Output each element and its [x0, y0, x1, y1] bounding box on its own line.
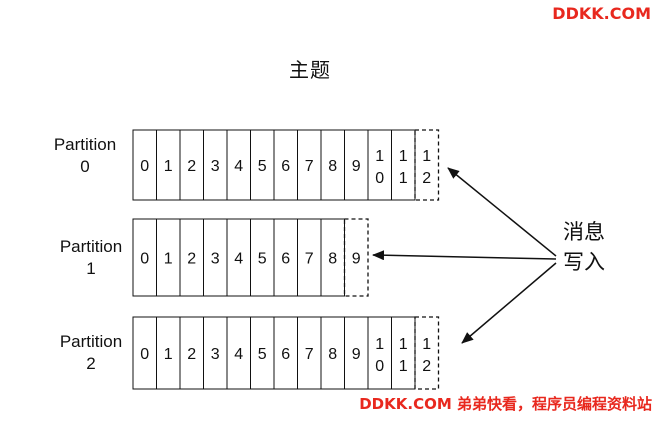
- next-offset-cell: [343, 218, 369, 297]
- next-offset-cell: [414, 129, 440, 201]
- offset-label: 1: [375, 336, 384, 353]
- offset-label: 6: [281, 346, 290, 363]
- offset-label: 4: [234, 251, 243, 268]
- offset-label: 4: [234, 346, 243, 363]
- offset-label: 6: [281, 251, 290, 268]
- offset-label: 1: [422, 336, 431, 353]
- partition-label-1: Partition 1: [46, 236, 136, 280]
- offset-label: 0: [140, 251, 149, 268]
- offset-label: 2: [422, 170, 431, 187]
- offset-label: 1: [399, 170, 408, 187]
- message-write-label: 消息 写入: [563, 217, 605, 277]
- offset-label: 2: [422, 358, 431, 375]
- partition-label-2: Partition 2: [46, 331, 136, 375]
- offset-label: 8: [328, 251, 337, 268]
- topic-title: 主题: [289, 58, 331, 82]
- offset-label: 7: [305, 158, 314, 175]
- next-offset-cell: [414, 316, 440, 390]
- offset-label: 0: [375, 170, 384, 187]
- arrow-to-partition-1: [372, 250, 557, 261]
- partition-label-0: Partition 0: [40, 134, 130, 178]
- offset-label: 0: [140, 158, 149, 175]
- offset-label: 6: [281, 158, 290, 175]
- watermark-top: DDKK.COM: [552, 4, 651, 23]
- partition-label-number: 1: [86, 259, 96, 278]
- offset-label: 1: [399, 358, 408, 375]
- offset-label: 2: [187, 346, 196, 363]
- message-write-line-1: 消息: [563, 220, 605, 244]
- offset-label: 1: [164, 251, 173, 268]
- offset-cell: [391, 316, 416, 390]
- partition-label-text: Partition: [59, 237, 123, 256]
- message-write-line-2: 写入: [563, 250, 605, 274]
- offset-label: 4: [234, 158, 243, 175]
- offset-label: 1: [375, 148, 384, 165]
- offset-label: 7: [305, 251, 314, 268]
- write-arrows: [372, 167, 557, 344]
- partition-label-text: Partition: [59, 332, 123, 351]
- offset-cell: [367, 316, 392, 390]
- offset-label: 5: [258, 346, 267, 363]
- offset-label: 1: [164, 158, 173, 175]
- offset-label: 7: [305, 346, 314, 363]
- partition-label-text: Partition: [53, 135, 117, 154]
- offset-label: 8: [328, 346, 337, 363]
- offset-label: 3: [211, 158, 220, 175]
- offset-label: 2: [187, 158, 196, 175]
- offset-label: 3: [211, 251, 220, 268]
- offset-cell: [391, 129, 416, 201]
- offset-label: 9: [352, 251, 361, 268]
- watermark-bottom: DDKK.COM 弟弟快看，程序员编程资料站: [359, 395, 652, 413]
- offset-label: 9: [352, 346, 361, 363]
- offset-label: 5: [258, 251, 267, 268]
- arrow-to-partition-2: [461, 262, 557, 344]
- offset-label: 3: [211, 346, 220, 363]
- arrow-to-partition-0: [447, 167, 557, 257]
- partition-label-number: 0: [80, 157, 90, 176]
- offset-label: 5: [258, 158, 267, 175]
- offset-label: 0: [375, 358, 384, 375]
- offset-label: 8: [328, 158, 337, 175]
- offset-label: 1: [399, 148, 408, 165]
- offset-label: 1: [399, 336, 408, 353]
- offset-label: 9: [352, 158, 361, 175]
- partition-label-number: 2: [86, 354, 96, 373]
- offset-label: 1: [422, 148, 431, 165]
- offset-cell: [367, 129, 392, 201]
- offset-label: 1: [164, 346, 173, 363]
- offset-label: 2: [187, 251, 196, 268]
- offset-label: 0: [140, 346, 149, 363]
